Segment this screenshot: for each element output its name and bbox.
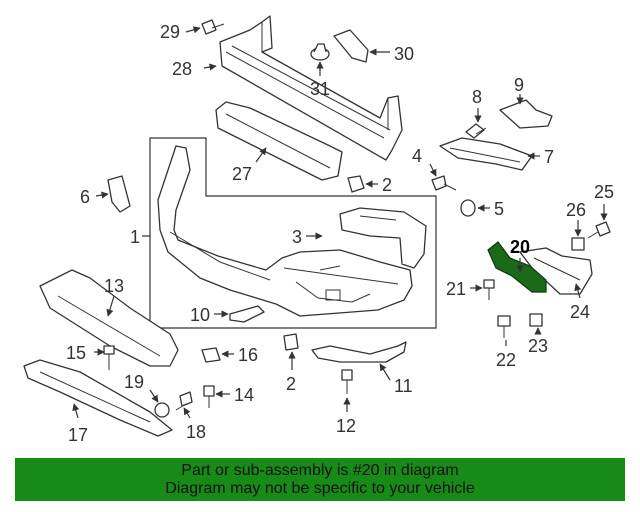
absorber-13-part xyxy=(39,269,179,367)
leader-24 xyxy=(574,283,582,299)
clip-26-part xyxy=(571,237,585,251)
bracket-30-part xyxy=(333,29,369,63)
spoiler-17-part xyxy=(23,359,173,437)
nut-19-part xyxy=(154,402,170,418)
clip-23-part xyxy=(529,313,543,327)
impact-bar-part xyxy=(219,15,403,161)
bracket-3-part xyxy=(339,207,427,269)
callout-26: 26 xyxy=(566,200,586,220)
leader-17 xyxy=(72,403,80,419)
callout-13: 13 xyxy=(104,276,124,296)
callout-14: 14 xyxy=(234,385,254,405)
callout-17: 17 xyxy=(68,425,88,445)
parts-diagram: 29 28 31 30 27 2 6 1 3 10 8 9 7 4 5 26 2… xyxy=(23,15,614,445)
leader-19 xyxy=(149,389,159,403)
callout-22: 22 xyxy=(496,350,516,370)
callout-28: 28 xyxy=(172,59,192,79)
callout-15: 15 xyxy=(66,343,86,363)
bumper-cover-part xyxy=(157,145,413,317)
bolt-8-part xyxy=(465,123,487,139)
callout-29: 29 xyxy=(160,22,180,42)
nut-5-part xyxy=(460,199,476,217)
callout-30: 30 xyxy=(394,44,414,64)
callout-27: 27 xyxy=(232,164,252,184)
leader-28 xyxy=(203,63,217,71)
callout-2-upper: 2 xyxy=(382,175,392,195)
banner-line-1: Part or sub-assembly is #20 in diagram xyxy=(181,462,459,479)
bracket-6-part xyxy=(107,175,131,213)
bolt-15-part xyxy=(103,345,115,370)
callout-9: 9 xyxy=(514,75,524,95)
callout-10: 10 xyxy=(190,305,210,325)
bolt-18-part xyxy=(175,391,193,411)
callout-21: 21 xyxy=(446,279,466,299)
screw-25-part xyxy=(587,221,611,239)
leader-18 xyxy=(183,407,191,419)
callout-12: 12 xyxy=(336,416,356,436)
absorber-27-part xyxy=(215,101,343,181)
callout-5: 5 xyxy=(494,199,504,219)
callout-7: 7 xyxy=(544,147,554,167)
leader-6 xyxy=(95,191,109,199)
leader-4 xyxy=(429,163,437,177)
guide-7-part xyxy=(439,137,533,171)
bolt-12-part xyxy=(341,369,353,394)
callout-24: 24 xyxy=(570,302,590,322)
trim-10-part xyxy=(229,305,265,323)
bracket-9-part xyxy=(499,99,553,129)
bolt-22-part xyxy=(497,315,511,338)
bolt-4-part xyxy=(431,175,457,191)
info-banner: Part or sub-assembly is #20 in diagram D… xyxy=(15,458,625,501)
leader-29 xyxy=(185,26,201,34)
callout-6: 6 xyxy=(80,187,90,207)
bolt-29-part xyxy=(201,19,225,35)
callout-11: 11 xyxy=(394,376,413,396)
callout-4: 4 xyxy=(412,146,422,166)
banner-line-2: Diagram may not be specific to your vehi… xyxy=(165,480,475,497)
callout-18: 18 xyxy=(186,422,206,442)
callout-20: 20 xyxy=(510,237,530,257)
nut-2-upper-part xyxy=(347,175,365,193)
trim-11-part xyxy=(311,341,407,363)
leader-27 xyxy=(255,147,267,163)
callout-23: 23 xyxy=(528,336,548,356)
bolt-14-part xyxy=(203,385,215,408)
nut-2-lower-part xyxy=(283,333,299,351)
callout-25: 25 xyxy=(594,182,614,202)
leader-11 xyxy=(379,363,391,381)
callout-1: 1 xyxy=(130,227,140,247)
callout-31: 31 xyxy=(310,79,330,99)
leader-13 xyxy=(106,295,115,317)
nut-16-part xyxy=(201,347,221,363)
clip-31-part xyxy=(310,43,330,61)
callout-19: 19 xyxy=(124,372,144,392)
bolt-21-part xyxy=(483,279,495,300)
callout-2-lower: 2 xyxy=(286,374,296,394)
callout-8: 8 xyxy=(472,87,482,107)
callout-3: 3 xyxy=(292,227,302,247)
callout-16: 16 xyxy=(238,345,258,365)
